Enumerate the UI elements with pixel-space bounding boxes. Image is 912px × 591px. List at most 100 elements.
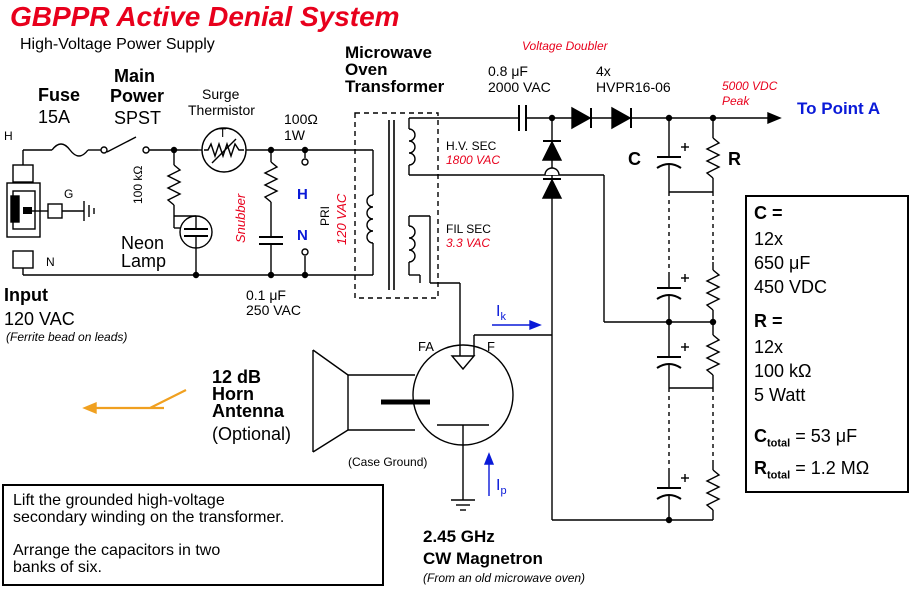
ip-main: I bbox=[496, 477, 501, 494]
spec-r-header: R = bbox=[754, 311, 783, 331]
ip-sub: p bbox=[500, 485, 507, 498]
series-diodes-icon bbox=[571, 106, 782, 130]
neon-label-1: Neon bbox=[121, 233, 165, 253]
transformer-primary-icon bbox=[366, 150, 374, 275]
surge-thermistor-icon bbox=[198, 127, 250, 173]
surge-label-1: Surge bbox=[202, 86, 240, 102]
g-label: G bbox=[64, 187, 74, 201]
spec-rtotal: Rtotal = 1.2 MΩ bbox=[754, 459, 869, 482]
spec-rtotal-main: R bbox=[754, 458, 767, 478]
to-point-a-label: To Point A bbox=[797, 99, 881, 118]
ip-label: Ip bbox=[496, 477, 507, 498]
magnetron-label-2: CW Magnetron bbox=[423, 549, 543, 568]
snubber-cap-value: 0.1 μF bbox=[246, 287, 286, 303]
r-bank-label: R bbox=[728, 149, 741, 169]
magnetron-label-1: 2.45 GHz bbox=[423, 527, 495, 546]
resistor-100k-icon bbox=[166, 164, 182, 206]
page-title: GBPPR Active Denial System bbox=[10, 1, 400, 32]
resistor-value: 100Ω bbox=[284, 111, 318, 127]
spec-r-count: 12x bbox=[754, 337, 784, 357]
transformer-outline bbox=[354, 112, 439, 299]
input-value: 120 VAC bbox=[4, 309, 75, 329]
magnetron-ground-icon bbox=[451, 499, 475, 511]
page-subtitle: High-Voltage Power Supply bbox=[20, 36, 215, 53]
radiation-arrow-icon bbox=[82, 389, 187, 415]
horn-label-3: Antenna bbox=[212, 401, 284, 421]
n-node-label: N bbox=[297, 227, 308, 244]
spec-r-value: 100 kΩ bbox=[754, 361, 812, 381]
h-node-label: H bbox=[297, 186, 308, 203]
spec-rtotal-sub: total bbox=[767, 469, 791, 482]
output-peak-label: Peak bbox=[722, 94, 750, 108]
spst-switch-icon bbox=[106, 136, 137, 153]
ik-sub: k bbox=[500, 311, 506, 324]
horn-label-1: 12 dB bbox=[212, 367, 262, 387]
input-outlet bbox=[6, 150, 84, 275]
fil-sec-label: FIL SEC bbox=[446, 222, 491, 236]
fuse-title: Fuse bbox=[38, 85, 81, 105]
transformer-core-icon bbox=[388, 120, 395, 290]
note-line-1: Lift the grounded high-voltage bbox=[13, 492, 225, 509]
spec-c-header: C = bbox=[754, 203, 783, 223]
hv-sec-label: H.V. SEC bbox=[446, 139, 497, 153]
voltage-doubler-label: Voltage Doubler bbox=[522, 39, 608, 53]
magnetron-note: (From an old microwave oven) bbox=[423, 571, 586, 585]
surge-label-2: Thermistor bbox=[188, 102, 255, 118]
pri-voltage-label: 120 VAC bbox=[334, 193, 349, 245]
fa-label: FA bbox=[418, 339, 434, 354]
neon-label-2: Lamp bbox=[121, 251, 167, 271]
ik-arrow-icon bbox=[492, 319, 542, 331]
n-left-label: N bbox=[46, 255, 55, 269]
fuse-icon bbox=[51, 143, 89, 157]
spec-rtotal-value: = 1.2 MΩ bbox=[790, 458, 870, 478]
snubber-cap-voltage: 250 VAC bbox=[246, 302, 301, 318]
spec-ctotal-sub: total bbox=[767, 437, 791, 450]
output-arrow-icon bbox=[767, 111, 782, 125]
fuse-value: 15A bbox=[38, 107, 71, 127]
cap-voltage-label: 2000 VAC bbox=[488, 79, 551, 95]
diode-count-label: 4x bbox=[596, 63, 611, 79]
microwave-label-2: Oven bbox=[345, 60, 388, 79]
input-note: (Ferrite bead on leads) bbox=[6, 330, 128, 344]
diode-part-label: HVPR16-06 bbox=[596, 79, 671, 95]
magnetron-icon bbox=[381, 334, 552, 500]
cap-value-label: 0.8 μF bbox=[488, 63, 528, 79]
main-power-label-2: Power bbox=[110, 86, 165, 106]
case-ground-label: (Case Ground) bbox=[348, 455, 428, 469]
thermistor-letter: T bbox=[219, 126, 227, 140]
chassis-ground-icon bbox=[83, 201, 95, 221]
fil-sec-voltage-label: 3.3 VAC bbox=[446, 236, 491, 250]
horn-label-2: Horn bbox=[212, 384, 254, 404]
main-power-label-1: Main bbox=[114, 66, 156, 86]
microwave-label-1: Microwave bbox=[345, 43, 432, 62]
ik-main: I bbox=[496, 303, 501, 320]
spec-c-voltage: 450 VDC bbox=[754, 277, 828, 297]
snubber-label: Snubber bbox=[233, 193, 248, 243]
note-line-3: Arrange the capacitors in two bbox=[13, 542, 221, 559]
output-voltage-label: 5000 VDC bbox=[722, 79, 778, 93]
ip-arrow-icon bbox=[483, 452, 495, 496]
ik-label: Ik bbox=[496, 303, 506, 324]
main-power-type: SPST bbox=[114, 108, 162, 128]
spec-r-power: 5 Watt bbox=[754, 385, 806, 405]
resistor-bank bbox=[669, 114, 721, 520]
snubber-branch bbox=[259, 146, 283, 279]
snubber-resistor-icon bbox=[263, 161, 279, 203]
hv-sec-voltage-label: 1800 VAC bbox=[446, 153, 501, 167]
c-bank-label: C bbox=[628, 149, 641, 169]
capacitor-bank bbox=[656, 114, 682, 524]
res-100k-label: 100 kΩ bbox=[131, 165, 145, 204]
resistor-power: 1W bbox=[284, 127, 305, 143]
input-title: Input bbox=[4, 285, 48, 305]
primary-terminals bbox=[301, 146, 309, 279]
notes-box: Lift the grounded high-voltage secondary… bbox=[2, 484, 384, 586]
microwave-label-3: Transformer bbox=[345, 77, 445, 96]
h-left-label: H bbox=[4, 129, 13, 143]
spec-ctotal: Ctotal = 53 μF bbox=[754, 427, 857, 450]
horn-antenna-icon bbox=[312, 349, 415, 453]
cap-polarity-marks bbox=[681, 143, 689, 482]
hv-capacitor-icon bbox=[510, 105, 572, 131]
spec-ctotal-main: C bbox=[754, 426, 767, 446]
